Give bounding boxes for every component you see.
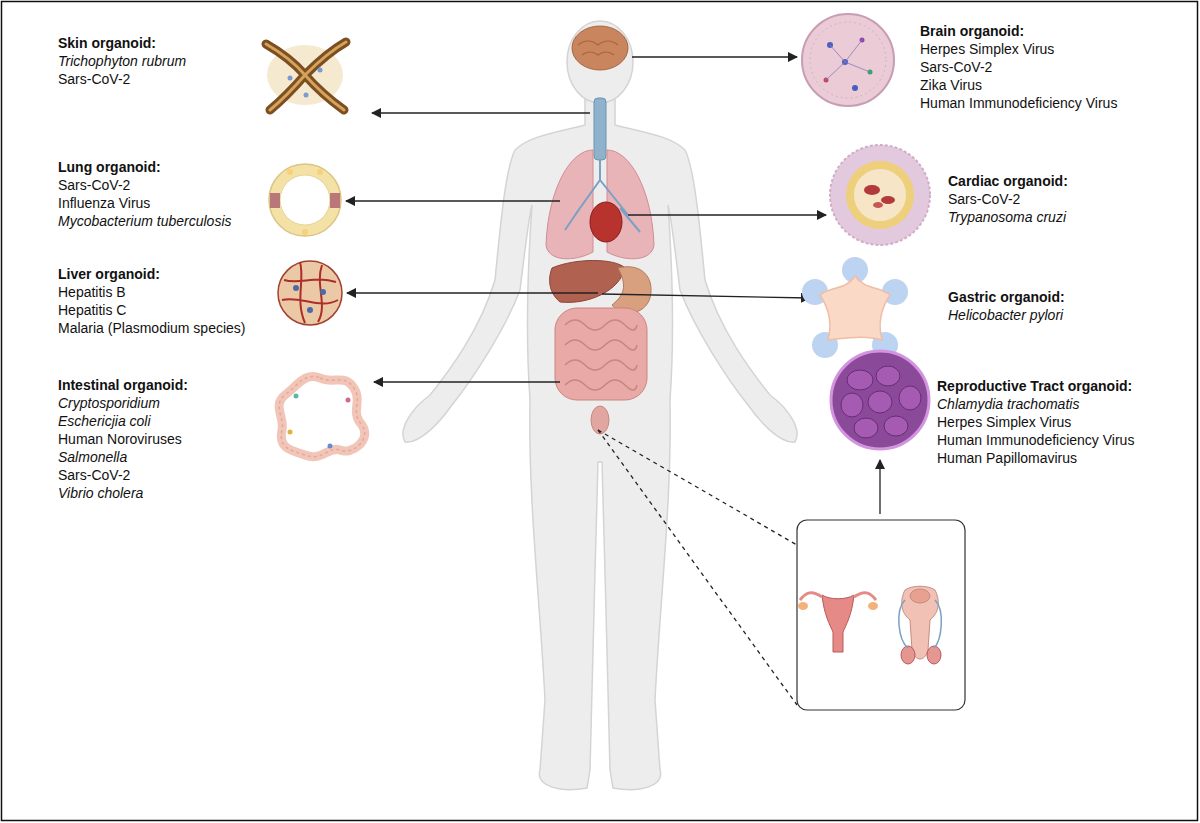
pathogen-name: Human Immunodeficiency Virus — [920, 94, 1117, 112]
pathogen-name: Trichophyton rubrum — [58, 52, 186, 70]
reproductive-inset — [797, 520, 965, 710]
organoid-heading: Brain organoid: — [920, 22, 1117, 40]
organoid-heading: Lung organoid: — [58, 158, 232, 176]
pathogen-name: Salmonella — [58, 448, 188, 466]
pathogen-name: Human Papillomavirus — [937, 449, 1134, 467]
pathogen-name: Herpes Simplex Virus — [920, 40, 1117, 58]
organoid-heading: Reproductive Tract organoid: — [937, 377, 1134, 395]
organoid-heading: Gastric organoid: — [948, 288, 1065, 306]
leader-arrows — [346, 57, 880, 705]
organoid-label: Lung organoid:Sars-CoV-2Influenza VirusM… — [58, 158, 232, 230]
pathogen-name: Trypanosoma cruzi — [948, 208, 1068, 226]
pathogen-name: Sars-CoV-2 — [920, 58, 1117, 76]
pathogen-name: Malaria (Plasmodium species) — [58, 319, 246, 337]
cardiac-organoid-image — [830, 145, 930, 245]
organoid-label: Skin organoid:Trichophyton rubrumSars-Co… — [58, 34, 186, 88]
organoid-heading: Skin organoid: — [58, 34, 186, 52]
lung-organoid-image — [269, 164, 341, 236]
organoid-label: Liver organoid:Hepatitis BHepatitis CMal… — [58, 265, 246, 337]
pathogen-name: Human Immunodeficiency Virus — [937, 431, 1134, 449]
liver-organoid-image — [278, 261, 342, 325]
organoid-label: Brain organoid:Herpes Simplex VirusSars-… — [920, 22, 1117, 112]
organoid-label: Reproductive Tract organoid:Chlamydia tr… — [937, 377, 1134, 467]
pathogen-name: Herpes Simplex Virus — [937, 413, 1134, 431]
reproductive-organoid-image — [831, 351, 929, 449]
pathogen-name: Sars-CoV-2 — [58, 176, 232, 194]
pathogen-name: Vibrio cholera — [58, 484, 188, 502]
pathogen-name: Human Noroviruses — [58, 430, 188, 448]
organoid-label: Cardiac organoid:Sars-CoV-2Trypanosoma c… — [948, 172, 1068, 226]
pathogen-name: Sars-CoV-2 — [58, 70, 186, 88]
intestinal-organoid-image — [279, 376, 365, 456]
human-body — [403, 21, 797, 790]
gastric-organoid-image — [802, 257, 908, 358]
pathogen-name: Sars-CoV-2 — [948, 190, 1068, 208]
pathogen-name: Hepatitis B — [58, 283, 246, 301]
skin-organoid-image — [266, 42, 346, 110]
brain-organoid-image — [802, 14, 894, 106]
pathogen-name: Hepatitis C — [58, 301, 246, 319]
organoid-heading: Cardiac organoid: — [948, 172, 1068, 190]
organoid-heading: Liver organoid: — [58, 265, 246, 283]
organoid-label: Gastric organoid:Helicobacter pylori — [948, 288, 1065, 324]
pathogen-name: Chlamydia trachomatis — [937, 395, 1134, 413]
pathogen-name: Cryptosporidium — [58, 394, 188, 412]
pathogen-name: Helicobacter pylori — [948, 306, 1065, 324]
pathogen-name: Eschericjia coli — [58, 412, 188, 430]
pathogen-name: Influenza Virus — [58, 194, 232, 212]
pathogen-name: Mycobacterium tuberculosis — [58, 212, 232, 230]
pathogen-name: Zika Virus — [920, 76, 1117, 94]
organoid-label: Intestinal organoid:CryptosporidiumEsche… — [58, 376, 188, 502]
organoid-heading: Intestinal organoid: — [58, 376, 188, 394]
pathogen-name: Sars-CoV-2 — [58, 466, 188, 484]
